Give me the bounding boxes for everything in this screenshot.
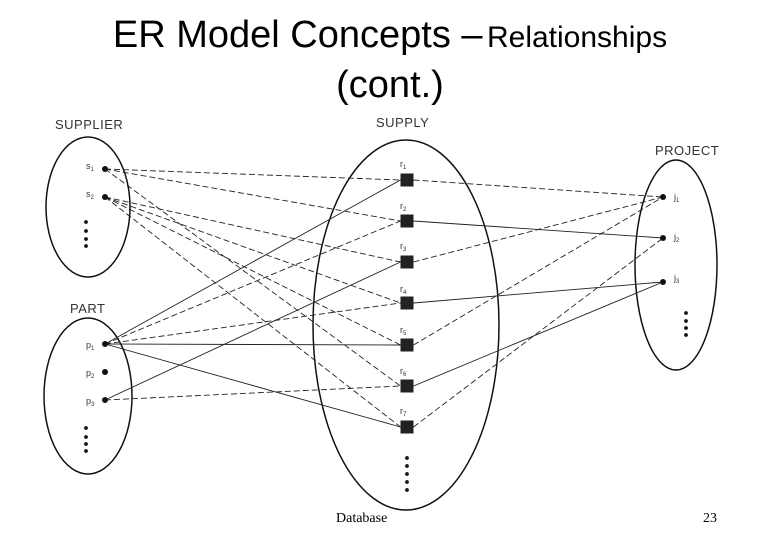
part-instance-label: p1 — [86, 340, 95, 352]
supply-relationship-box — [400, 296, 414, 310]
supplier-instance-dot — [102, 194, 108, 200]
project-link — [413, 281, 664, 304]
part-instance-label: p2 — [86, 368, 95, 380]
ellipsis-dot — [84, 220, 88, 224]
part-link — [104, 179, 401, 345]
supply-instance-label: r7 — [400, 406, 407, 418]
more-instances-dots — [84, 220, 688, 492]
supplier-link — [104, 196, 401, 428]
supplier-set-label: SUPPLIER — [55, 117, 123, 132]
ellipsis-dot — [84, 442, 88, 446]
supplier-set-ellipse — [45, 136, 131, 278]
slide-title: ER Model Concepts – Relationships — [0, 14, 780, 57]
instance-labels: s1 s2 p1 p2 p3 r1 r2 r3 r4 r5 r6 r7 j1 j… — [86, 159, 680, 418]
supplier-link — [104, 196, 401, 346]
title-main: ER Model Concepts – — [112, 14, 483, 56]
ellipsis-dot — [84, 426, 88, 430]
ellipsis-dot — [684, 333, 688, 337]
ellipsis-dot — [84, 237, 88, 241]
project-link — [413, 196, 664, 346]
title-tail: Relationships — [486, 21, 668, 54]
ellipsis-dot — [405, 456, 409, 460]
supply-instance-label: r3 — [400, 241, 407, 253]
supply-instance-label: r6 — [400, 366, 407, 378]
supply-relationship-box — [400, 338, 414, 352]
supply-relationship-box — [400, 420, 414, 434]
supplier-link — [104, 168, 401, 387]
part-instance-dot — [102, 397, 108, 403]
supply-relationship-box — [400, 173, 414, 187]
supplier-instance-label: s2 — [86, 189, 95, 201]
instance-markers — [102, 166, 666, 434]
supply-relationship-box — [400, 214, 414, 228]
project-link — [413, 179, 664, 198]
supply-set-ellipse — [312, 139, 500, 511]
ellipsis-dot — [84, 449, 88, 453]
project-instance-label: j2 — [673, 232, 680, 244]
part-link — [104, 302, 401, 345]
supply-relationship-box — [400, 255, 414, 269]
supplier-link — [104, 168, 401, 181]
part-instance-dot — [102, 341, 108, 347]
part-link — [104, 343, 401, 428]
ellipsis-dot — [684, 319, 688, 323]
ellipsis-dot — [84, 435, 88, 439]
ellipsis-dot — [684, 311, 688, 315]
project-link — [413, 196, 664, 263]
project-link — [413, 237, 664, 428]
supply-relationship-box — [400, 379, 414, 393]
project-set-ellipse — [634, 159, 718, 371]
ellipsis-dot — [84, 244, 88, 248]
supply-instance-label: r5 — [400, 325, 407, 337]
supply-instance-label: r2 — [400, 201, 407, 213]
part-set-ellipse — [43, 317, 133, 475]
project-link — [413, 281, 664, 387]
project-instance-dot — [660, 194, 666, 200]
part-link — [104, 261, 401, 401]
part-instance-dot — [102, 369, 108, 375]
part-link — [104, 220, 401, 345]
supplier-link — [104, 196, 401, 304]
project-instance-dot — [660, 235, 666, 241]
ellipsis-dot — [405, 480, 409, 484]
project-instance-label: j1 — [673, 192, 680, 204]
part-set-label: PART — [70, 301, 105, 316]
ellipsis-dot — [405, 472, 409, 476]
supplier-instance-label: s1 — [86, 161, 95, 173]
supplier-instance-dot — [102, 166, 108, 172]
part-instance-label: p3 — [86, 396, 95, 408]
supply-instance-label: r1 — [400, 159, 407, 171]
ellipsis-dot — [84, 229, 88, 233]
supplier-link — [104, 168, 401, 222]
supply-instance-label: r4 — [400, 284, 407, 296]
supply-set-label: SUPPLY — [376, 115, 429, 130]
ellipsis-dot — [684, 326, 688, 330]
project-set-label: PROJECT — [655, 143, 719, 158]
ellipsis-dot — [405, 464, 409, 468]
ellipsis-dot — [405, 488, 409, 492]
part-link — [104, 343, 401, 346]
project-instance-dot — [660, 279, 666, 285]
slide-number: 23 — [703, 511, 717, 526]
title-line-2: (cont.) — [336, 64, 444, 106]
footer-course: Database — [336, 511, 388, 526]
project-instance-label: j3 — [673, 273, 680, 285]
supplier-link — [104, 196, 401, 263]
relationship-links — [104, 168, 664, 428]
